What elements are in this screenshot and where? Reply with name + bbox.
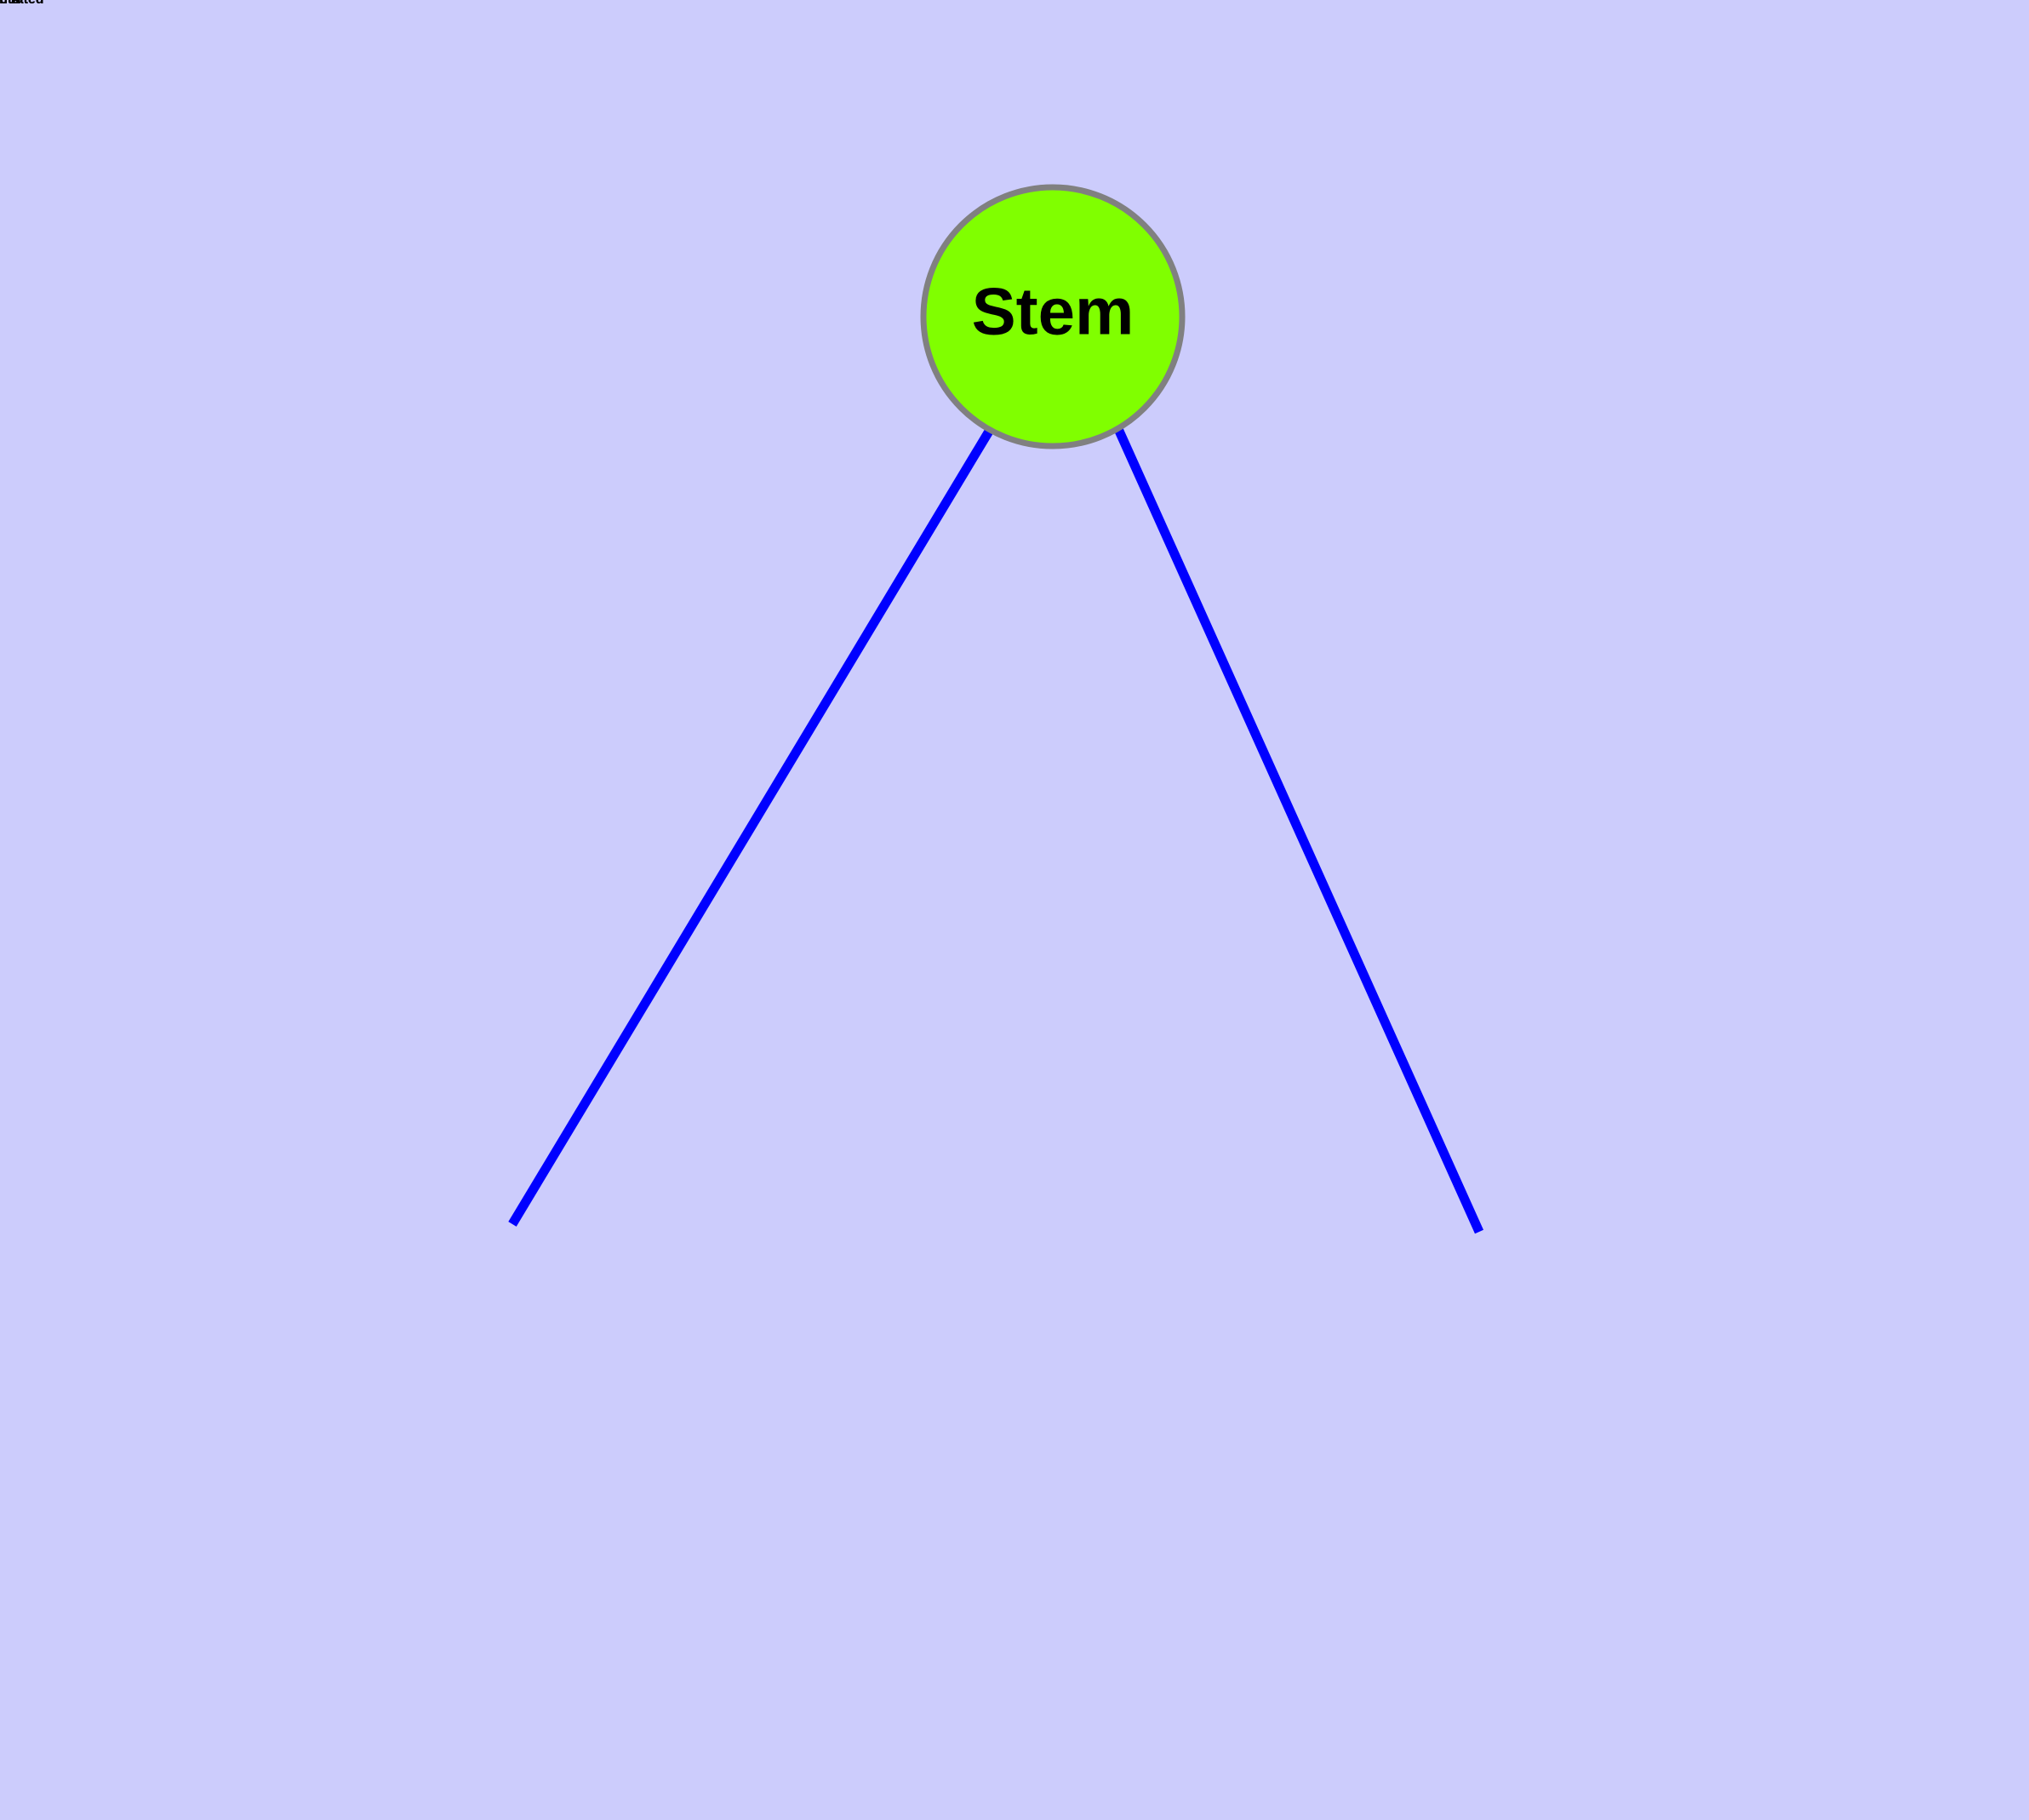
node-stem-label-line1: Stem [972, 274, 1135, 349]
node-stem[interactable]: Stem [920, 184, 1186, 449]
node-layer: Stem Differentiated type A Differentiate… [0, 0, 1186, 449]
node-differentiated-type-b-label-line1: Differentiated [0, 0, 44, 7]
edge-stem-to-differentiated-type-a [508, 427, 994, 1227]
edge-stem-to-differentiated-type-b [1113, 426, 1484, 1234]
node-differentiated-type-b[interactable]: Differentiated type B [0, 0, 44, 7]
node-differentiated-type-a-label-line2: type A [0, 0, 21, 7]
node-stem-circle[interactable] [920, 184, 1186, 449]
edge-layer [508, 426, 1484, 1234]
node-differentiated-type-a-label-line1: Differentiated [0, 0, 44, 7]
node-differentiated-type-a[interactable]: Differentiated type A [0, 0, 44, 7]
node-differentiated-type-b-label-line2: type B [0, 0, 20, 7]
